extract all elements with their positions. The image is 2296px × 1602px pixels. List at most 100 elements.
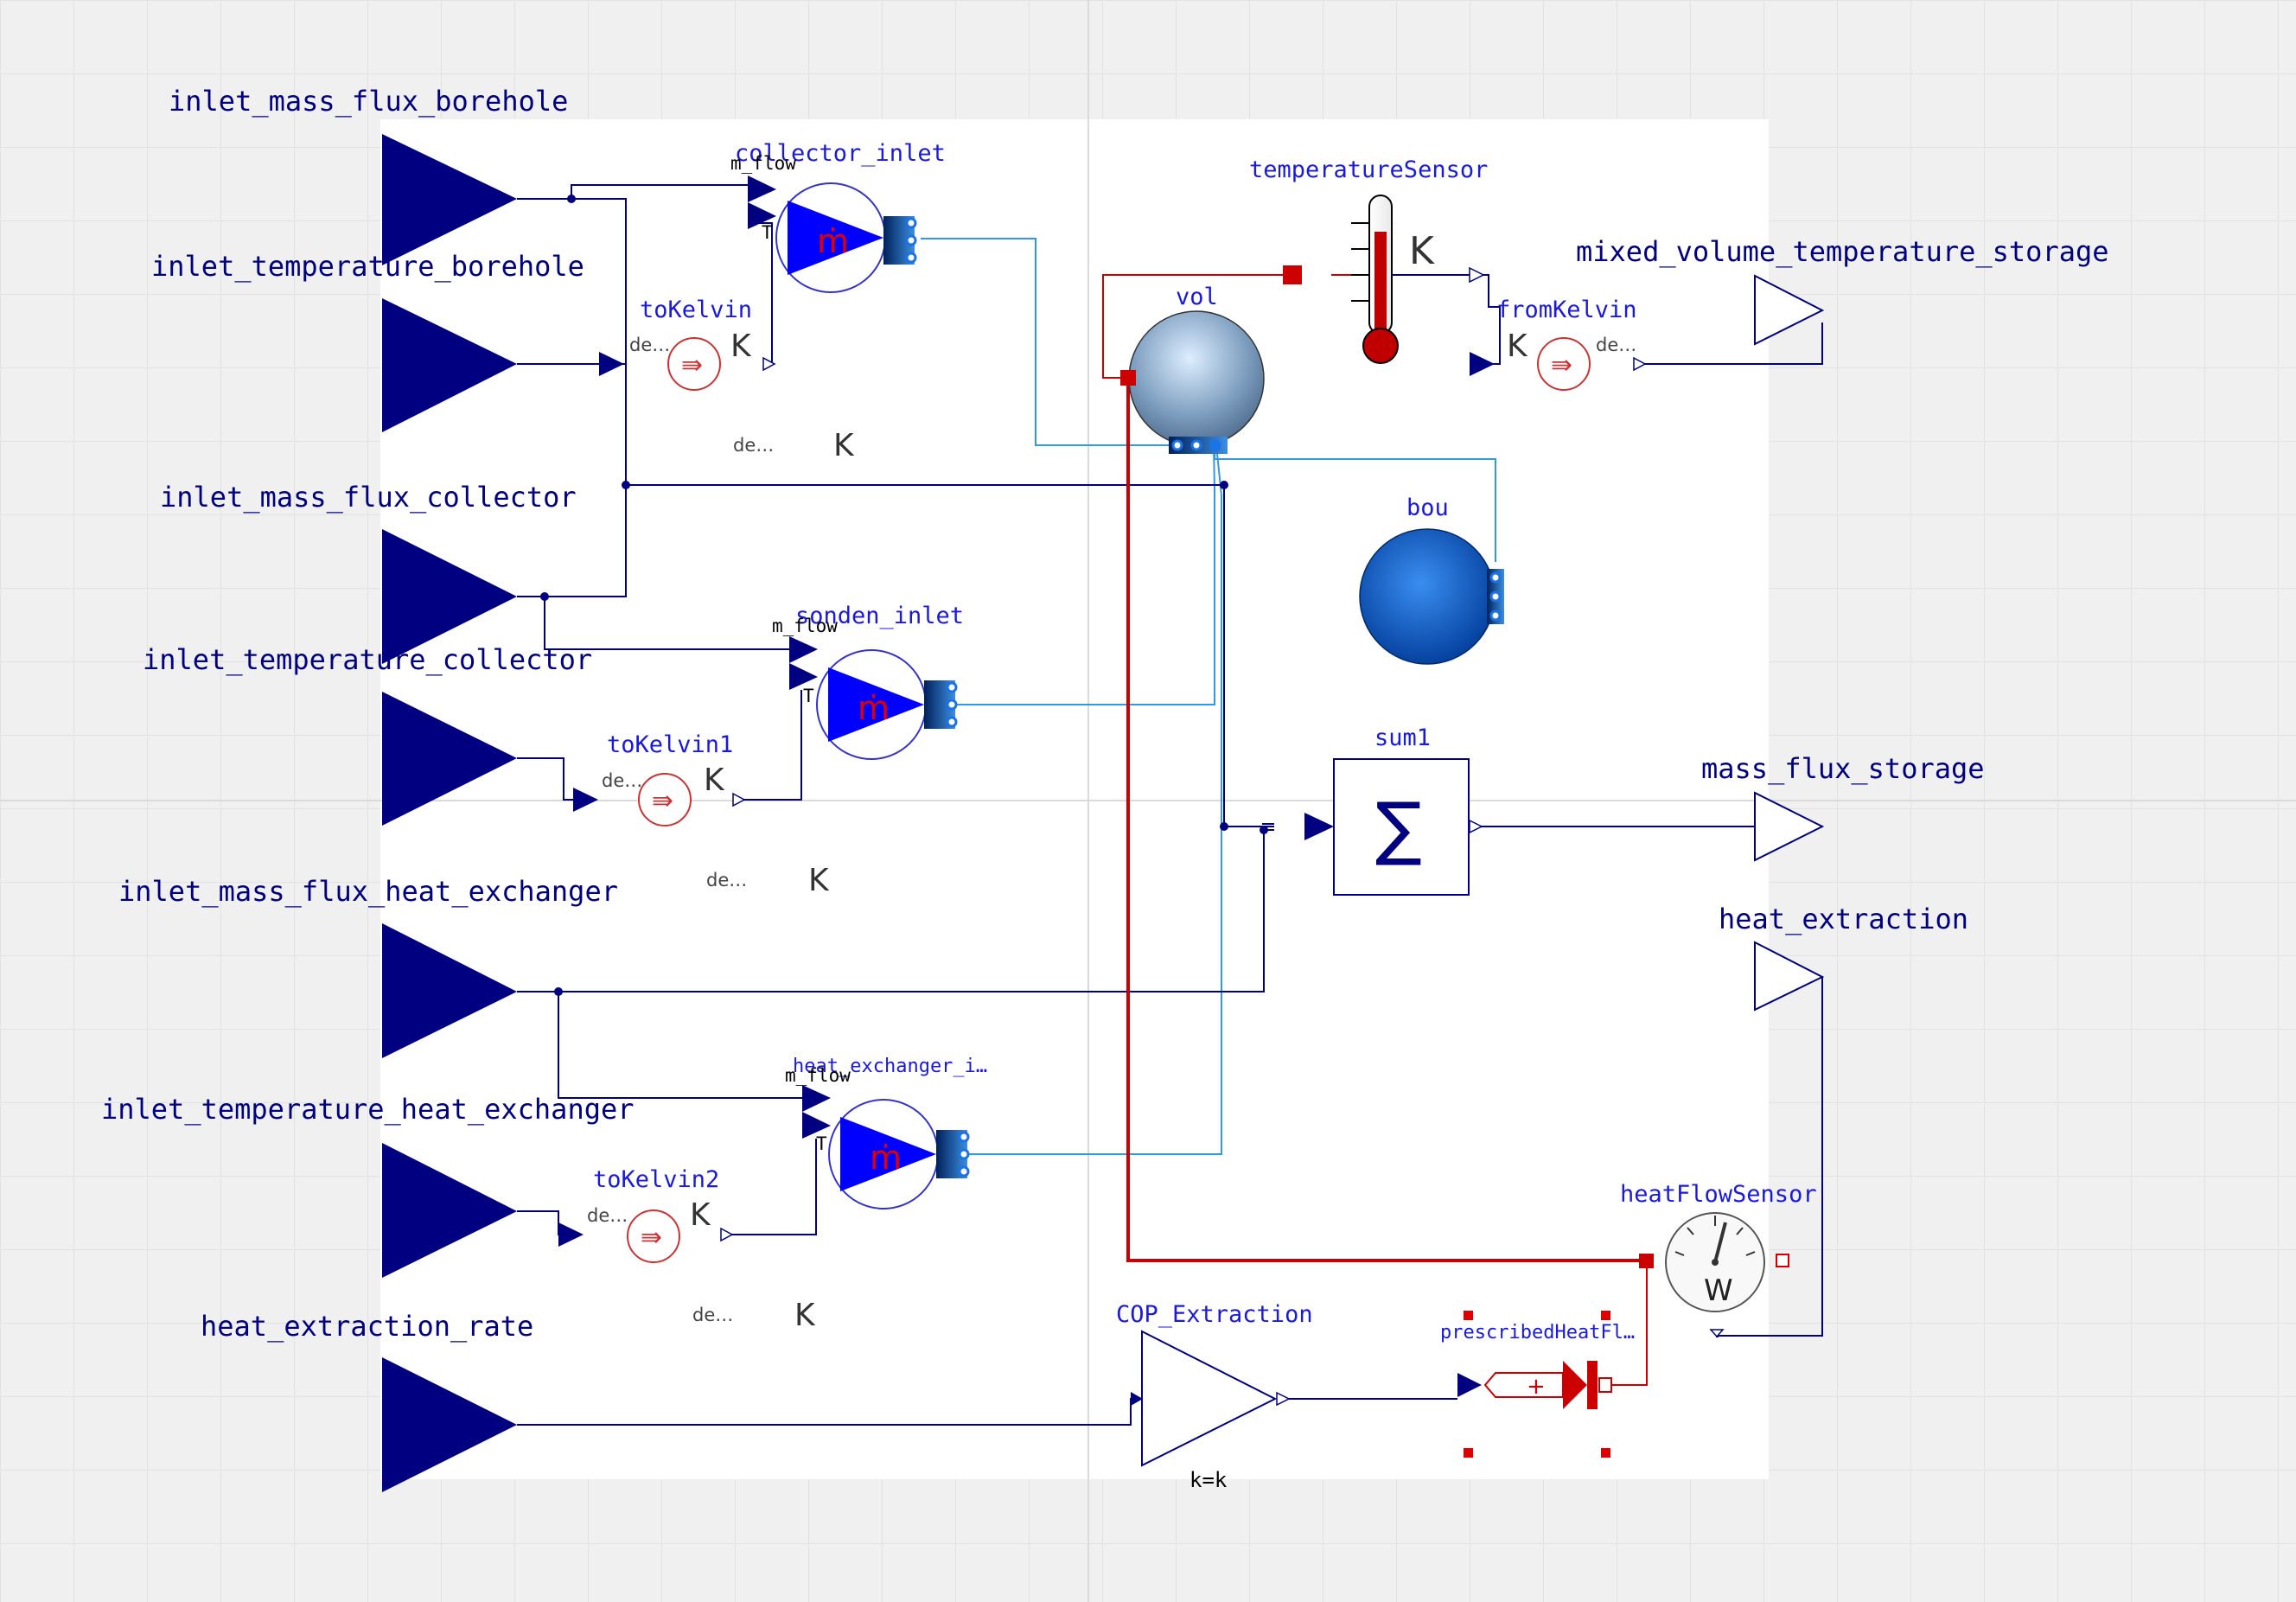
- signal-line-heat-exchanger-mass-to-pump[interactable]: [558, 992, 802, 1099]
- unit-label: K: [1409, 229, 1435, 273]
- heat-port-b-icon[interactable]: [1776, 1254, 1789, 1267]
- converter-input-icon: [599, 352, 624, 376]
- signal-line-collector-mass-up[interactable]: [517, 485, 627, 597]
- toKelvin2-icon-label: de… K: [692, 1298, 816, 1333]
- sum-icon: [1333, 758, 1470, 896]
- temperature-sensor[interactable]: temperatureSensor K: [1249, 156, 1488, 364]
- heat-port-icon[interactable]: [1120, 370, 1136, 386]
- heat-line-vol-to-heatflowsensor[interactable]: [1126, 378, 1647, 1262]
- unit-in-label: de…: [587, 1205, 628, 1226]
- unit-in-label: K: [1507, 329, 1528, 364]
- signal-line-heat-exchanger-mass-to-sum[interactable]: [517, 829, 1274, 992]
- converter-output-icon: [720, 1227, 734, 1242]
- converter-icon: [667, 337, 721, 391]
- output-mixed-volume-temperature-storage[interactable]: mixed_volume_temperature_storage: [1576, 235, 2109, 346]
- sonden-inlet-pump[interactable]: sonden_inlet m_flow T ṁ: [772, 603, 964, 760]
- boundary-sphere-icon: [1359, 528, 1496, 665]
- input-heat-extraction-rate[interactable]: heat_extraction_rate: [201, 1310, 533, 1492]
- input-inlet-temperature-collector[interactable]: inlet_temperature_collector: [143, 643, 592, 826]
- heat-exchanger-inlet-pump[interactable]: heat_exchanger_i… m_flow T ṁ: [785, 1056, 987, 1209]
- component-label: toKelvin2: [593, 1166, 719, 1193]
- toKelvin1-icon-label: de… K: [706, 863, 830, 898]
- signal-line-heatflow-to-output[interactable]: [1717, 977, 1823, 1337]
- input-triangle-icon: [382, 923, 517, 1058]
- thermometer-bulb-icon: [1362, 328, 1399, 364]
- unit-out-label: K: [730, 329, 752, 364]
- input-inlet-temperature-heat-exchanger[interactable]: inlet_temperature_heat_exchanger: [101, 1093, 635, 1278]
- input-triangle-icon: [382, 692, 517, 826]
- unit-out-label: K: [808, 863, 830, 898]
- input-label: inlet_mass_flux_borehole: [169, 85, 568, 118]
- prescribed-heat-flow[interactable]: prescribedHeatFl… +: [1440, 1311, 1635, 1458]
- sum-block[interactable]: sum1 ∑: [1304, 724, 1483, 896]
- toKelvin1-converter[interactable]: toKelvin1 de… ⇛ K: [573, 731, 746, 827]
- input-label: inlet_temperature_collector: [143, 643, 592, 676]
- heat-line-sensor-to-heatsource[interactable]: [1599, 1261, 1648, 1386]
- volume-sphere-icon: [1128, 310, 1265, 447]
- input-triangle-icon: [382, 1143, 517, 1278]
- unit-label: W: [1704, 1273, 1733, 1308]
- signal-line-collector-mass-to-sum[interactable]: [626, 484, 1274, 827]
- signal-line-collector-mass-to-sonden[interactable]: [544, 597, 794, 650]
- signal-line-toKelvin1-to-sonden[interactable]: [742, 690, 802, 801]
- output-label: heat_extraction: [1719, 903, 1968, 935]
- gain-output-icon: [1276, 1391, 1291, 1407]
- signal-line-borehole-mass-vertical[interactable]: [517, 198, 627, 485]
- toKelvin2-converter[interactable]: toKelvin2 de… ⇛ K: [558, 1166, 734, 1263]
- signal-line-sensor-to-fromKelvin[interactable]: [1481, 274, 1501, 365]
- sensor-output-icon: [1469, 266, 1485, 284]
- component-label: toKelvin1: [607, 731, 733, 758]
- t-label: T: [762, 222, 773, 243]
- heat-line-vol-to-sensor[interactable]: [1102, 274, 1292, 379]
- converter-input-icon: [558, 1222, 584, 1247]
- component-label: vol: [1176, 284, 1218, 310]
- unit-in-label: de…: [692, 1305, 733, 1325]
- component-label: heat_exchanger_i…: [793, 1056, 987, 1077]
- output-heat-extraction[interactable]: heat_extraction: [1719, 903, 1968, 1012]
- pump-arrow-icon: [788, 201, 883, 275]
- input-inlet-mass-flux-borehole[interactable]: inlet_mass_flux_borehole: [169, 85, 568, 265]
- toKelvin-converter[interactable]: toKelvin de… ⇛ K: [599, 297, 776, 391]
- component-label: sum1: [1374, 724, 1431, 751]
- diagram-canvas: [380, 119, 1769, 1479]
- sigma-glyph: ∑: [1375, 788, 1422, 868]
- component-label: toKelvin: [640, 297, 752, 323]
- t-input-icon: [802, 1112, 831, 1139]
- input-label: inlet_mass_flux_collector: [160, 481, 577, 514]
- fromKelvin-converter[interactable]: fromKelvin K ⇛ de…: [1470, 297, 1647, 391]
- signal-line-toKelvin2-to-pump[interactable]: [730, 1139, 817, 1235]
- unit-out-label: de…: [1596, 335, 1636, 355]
- signal-line-collector-temp[interactable]: [517, 757, 573, 801]
- boundary-source[interactable]: bou: [1359, 495, 1504, 665]
- heat-port-icon[interactable]: [1598, 1377, 1612, 1393]
- heat-arrow-icon: [1563, 1361, 1587, 1409]
- mdot-label: ṁ: [870, 1139, 902, 1177]
- converter-input-icon: [573, 788, 598, 812]
- fluid-connections: [921, 238, 1496, 1155]
- heat-port-icon[interactable]: [1283, 265, 1302, 284]
- collector-inlet-pump[interactable]: collector_inlet m_flow T ṁ: [730, 140, 946, 293]
- signal-line-fromKelvin-to-output[interactable]: [1642, 322, 1823, 365]
- input-triangle-icon: [382, 134, 517, 265]
- fluid-line-sonden-to-vol[interactable]: [953, 444, 1215, 705]
- mixing-volume[interactable]: vol: [1120, 284, 1265, 454]
- cop-extraction-gain[interactable]: COP_Extraction k=k: [1116, 1301, 1313, 1492]
- heat-port-a-icon[interactable]: [1639, 1254, 1654, 1268]
- converter-arrow-icon: ⇛: [641, 1222, 662, 1253]
- input-inlet-mass-flux-collector[interactable]: inlet_mass_flux_collector: [160, 481, 577, 664]
- junction-dot: [1220, 481, 1228, 489]
- converter-icon: [638, 773, 692, 827]
- input-label: heat_extraction_rate: [201, 1310, 533, 1343]
- output-triangle-icon: [1754, 791, 1825, 862]
- output-mass-flux-storage[interactable]: mass_flux_storage: [1701, 752, 1985, 862]
- converter-output-icon: [1633, 356, 1647, 372]
- signal-line-borehole-mass-to-pump[interactable]: [571, 184, 754, 199]
- heat-flow-sensor[interactable]: heatFlowSensor W: [1620, 1181, 1817, 1338]
- t-input-icon: [789, 663, 818, 690]
- input-inlet-temperature-borehole[interactable]: inlet_temperature_borehole: [151, 250, 584, 432]
- fluid-line-collector-to-vol[interactable]: [921, 238, 1176, 446]
- heat-source-icon: [1483, 1372, 1564, 1398]
- input-inlet-mass-flux-heat-exchanger[interactable]: inlet_mass_flux_heat_exchanger: [118, 875, 618, 1058]
- input-triangle-icon: [382, 529, 517, 664]
